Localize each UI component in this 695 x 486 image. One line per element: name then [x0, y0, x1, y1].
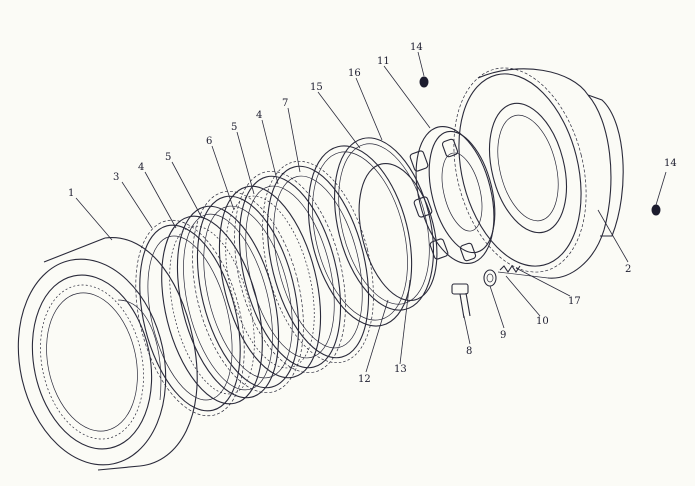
label-6: 6: [206, 136, 212, 147]
label-16: 16: [348, 68, 361, 79]
part-4-friction-plate: [161, 215, 263, 405]
label-5a: 5: [165, 152, 171, 163]
label-14b: 14: [664, 158, 677, 169]
part-12-thrust-ring: [358, 162, 438, 302]
callout-labels: 1 3 4 5 6 5 4 7 15 16 11 14 14 2 17 10 9…: [68, 42, 677, 385]
part-14-dowel-right: [651, 171, 667, 216]
label-4b: 4: [256, 110, 262, 121]
label-10: 10: [536, 316, 549, 327]
label-15: 15: [310, 82, 323, 93]
label-1: 1: [68, 188, 74, 199]
part-15-spring-ring: [307, 145, 413, 327]
label-8: 8: [466, 346, 472, 357]
label-5b: 5: [231, 122, 237, 133]
label-9: 9: [500, 330, 506, 341]
label-3: 3: [113, 172, 119, 183]
part-1-ring-gear-drum: [17, 237, 198, 471]
part-5-steel-plate-2: [218, 185, 322, 379]
part-2-planet-carrier-housing: [453, 67, 624, 279]
label-12: 12: [358, 374, 371, 385]
label-7: 7: [282, 98, 288, 109]
part-9-washer: [483, 269, 497, 287]
label-11: 11: [377, 56, 390, 67]
part-16-wave-spring: [333, 137, 435, 311]
part-8-bolt: [451, 283, 471, 319]
label-2: 2: [625, 264, 631, 275]
label-14a: 14: [410, 42, 423, 53]
leader-lines: [75, 51, 629, 373]
label-17: 17: [568, 296, 581, 307]
label-13: 13: [394, 364, 407, 375]
part-4-friction-plate-2: [234, 170, 346, 374]
part-3-toothed-plate: [135, 219, 245, 417]
part-11-piston-with-springs: [409, 125, 496, 265]
part-5-steel-plate: [176, 205, 280, 399]
part-10-spring: [499, 265, 521, 273]
label-4a: 4: [138, 162, 144, 173]
part-7-pressure-plate: [262, 160, 374, 364]
part-14-dowel-upper: [419, 76, 429, 88]
